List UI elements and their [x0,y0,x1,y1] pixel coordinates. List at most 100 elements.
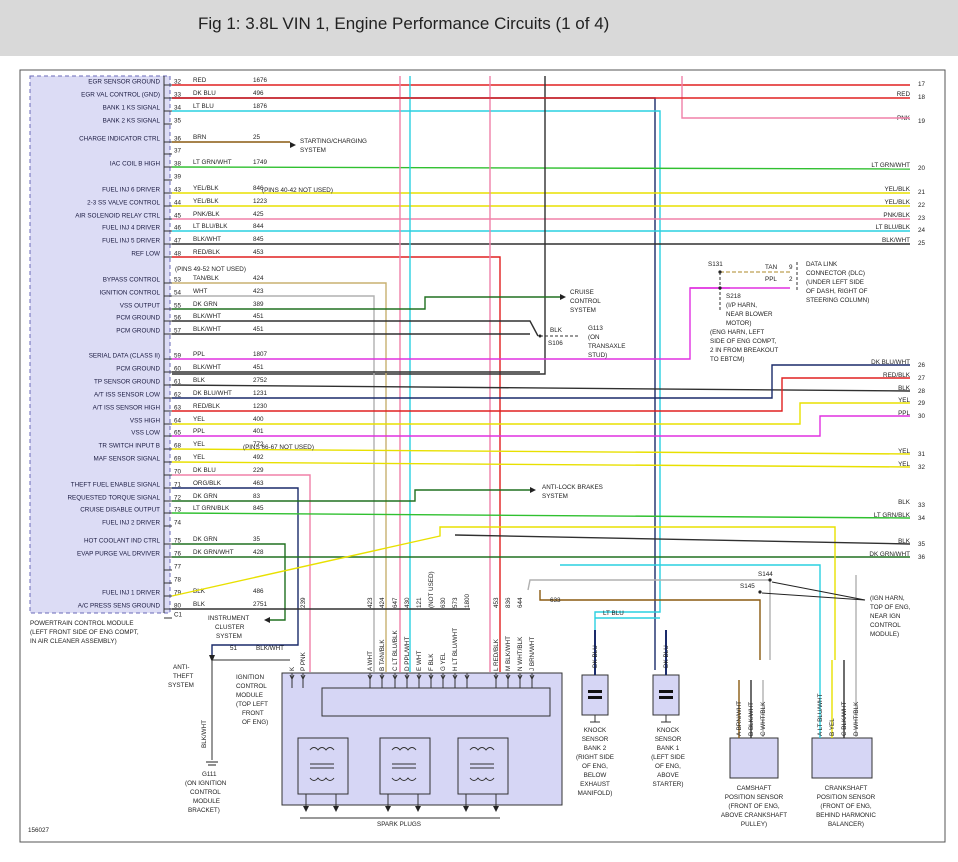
wire-wht-blk [527,579,771,660]
wire-color-label: BLK [193,588,206,595]
circuit-number: 846 [253,185,264,192]
splice-s145 [758,590,762,594]
pcm-pin-number: 46 [174,225,182,232]
wire-color-label: YEL [193,454,205,461]
wire-color-label: BLK/WHT [193,313,221,320]
pcm-signal-label: REF LOW [131,251,160,258]
wire-color-label: PPL [193,351,205,358]
plug-arrow-2 [493,806,499,812]
label-icm-6: OF ENG) [242,719,268,726]
circuit-number: 2752 [253,377,268,384]
pcm-pin-number: 69 [174,456,182,463]
label-s144: S144 [758,571,773,578]
wire-color-label: YEL/BLK [193,198,219,205]
circuit-number: 401 [253,428,264,435]
circuit-number: 1231 [253,390,268,397]
circuit-number: 1876 [253,103,268,110]
wire-color-label: PPL [193,428,205,435]
wire-color-label: BLK [193,601,206,608]
label-dlc-2: CONNECTOR (DLC) [806,270,865,277]
pcm-pin-number: 72 [174,495,182,502]
label-eng-harn-3: 2 IN FROM BREAKOUT [710,347,778,354]
right-wire-label: LT GRN/WHT [871,162,910,169]
circuit-number: 496 [253,90,264,97]
icm-pin-label: B TAN/BLK [379,639,386,671]
label-eng-harn-2: SIDE OF ENG COMPT, [710,338,776,345]
right-wire-label: BLK [898,385,911,392]
label-g113: G113 [588,325,603,332]
circuit-number: 428 [253,549,264,556]
icm-circuit-number: 630 [440,597,447,608]
wire-maf [171,461,911,468]
label-knock-bank1: (LEFT SIDE [651,754,685,761]
label-dlc-1: DATA LINK [806,261,838,268]
arrow-starting [290,142,296,148]
label-knock-bank2: SENSOR [582,736,609,743]
icm-circuit-number: 424 [379,597,386,608]
icm-pin-label: A WHT [367,651,374,671]
pcm-signal-label: FUEL INJ 5 DRIVER [102,238,160,245]
right-wire-label: DK BLU/WHT [871,359,910,366]
wire-vss-low [172,415,910,437]
pcm-signal-label: VSS OUTPUT [120,303,160,310]
label-g111-4: MODULE [193,798,220,805]
wire-iac [171,166,911,170]
coil-winding-2 [309,777,335,781]
pcm-module-label-2: (LEFT FRONT SIDE OF ENG COMPT, [30,629,139,636]
label-knock-bank1: OF ENG, [655,763,681,770]
circuit-number: 2751 [253,601,268,608]
label-s106: S106 [548,340,563,347]
coil-winding-2 [469,777,495,781]
label-cruise-3: SYSTEM [570,307,596,314]
icm-pin-chevron [416,674,422,681]
circuit-number: 425 [253,211,264,218]
crankshaft-sensor-box [811,737,873,779]
icm-circuit-number: 1800 [464,593,471,608]
icm-pin-label: K [289,666,296,671]
pcm-signal-label: PCM GROUND [116,328,160,335]
coil-pack [379,737,431,795]
label-g111-wire: BLK/WHT [201,720,208,748]
icm-pin-chevron [428,674,434,681]
wire-tr-sw [171,448,911,455]
label-lt-blu: LT BLU [603,610,624,617]
pcm-pin-number: 44 [174,200,182,207]
pcm-signal-label: EGR VAL CONTROL (GND) [81,92,160,99]
pcm-signal-label: FUEL INJ 1 DRIVER [102,590,160,597]
pcm-pin-number: 35 [174,118,182,125]
pcm-pin-number: 80 [174,603,182,610]
wire-color-label: BRN [193,134,207,141]
pcm-signal-label: BANK 2 KS SIGNAL [103,118,161,125]
label-crankshaft: BALANCER) [828,821,864,828]
icm-circuit-number: 647 [392,597,399,608]
pcm-pin-number: 65 [174,430,182,437]
leader-ign-harn [771,581,866,601]
label-crankshaft: CRANKSHAFT [825,785,868,792]
note-pins-40-42: (PINS 40-42 NOT USED) [262,187,333,194]
pcm-pin-number: 33 [174,92,182,99]
wire-bypass [172,282,387,672]
pcm-module-label: POWERTRAIN CONTROL MODULE [30,620,134,627]
circuit-number: 492 [253,454,264,461]
label-starting-2: SYSTEM [300,147,326,154]
icm-circuit-number: 836 [505,597,512,608]
leader-ign-harn-2 [761,592,866,601]
circuit-number: 844 [253,223,264,230]
pcm-pin-number: 61 [174,379,182,386]
label-abs-2: SYSTEM [542,493,568,500]
label-dlc-4: OF DASH, RIGHT OF [806,288,868,295]
wire-hot-coolant [172,543,286,621]
wire-dkblu-229 [172,474,311,672]
wire-cruise-disable [171,512,911,519]
label-knock-bank2: BELOW [584,772,607,779]
pcm-signal-label: TP SENSOR GROUND [94,379,160,386]
wire-color-label: ORG/BLK [193,480,222,487]
wire-torque [172,489,530,502]
note-pins-66-67: (PINS 66-67 NOT USED) [243,444,314,451]
right-wire-label: DK GRN/WHT [869,551,910,558]
pcm-pin-number: 77 [174,564,182,571]
wire-vss-high [172,402,910,425]
circuit-number: 1749 [253,159,268,166]
pcm-signal-label: A/T ISS SENSOR LOW [94,392,160,399]
pcm-signal-label: FUEL INJ 6 DRIVER [102,187,160,194]
